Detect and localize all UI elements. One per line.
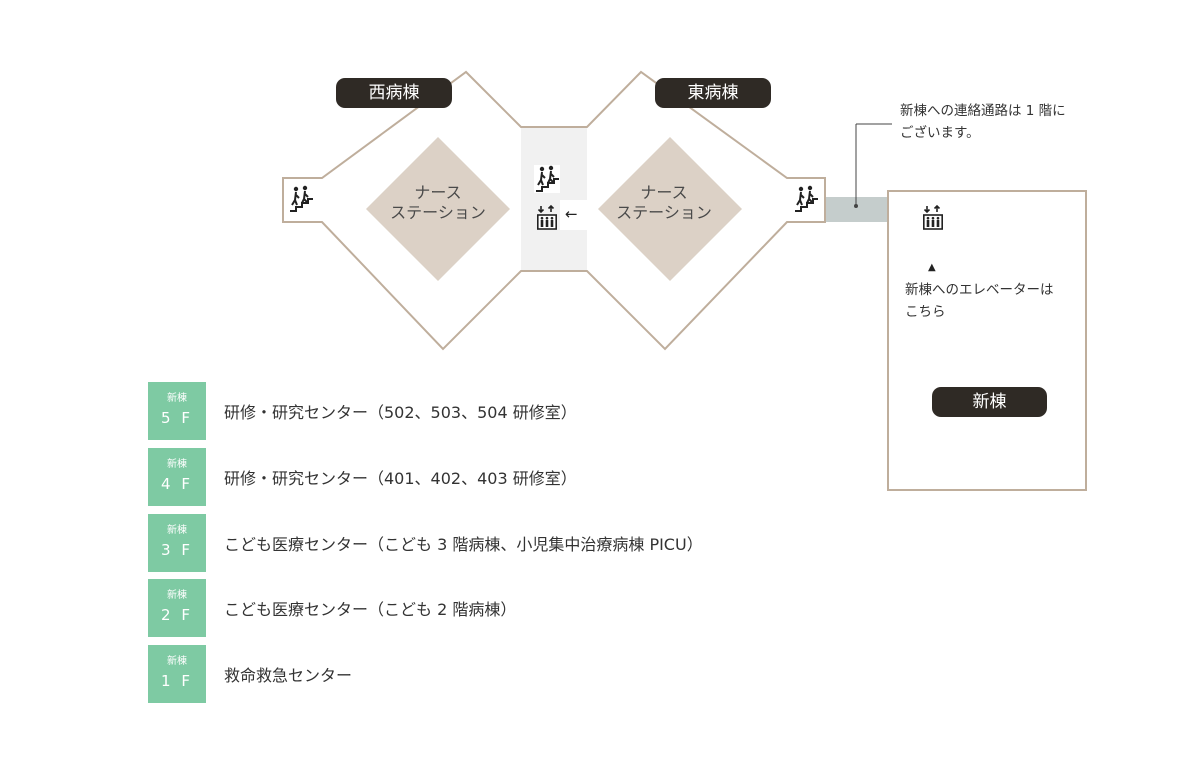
east-wing-label: 東病棟 <box>655 78 771 108</box>
floor-building: 新棟 <box>167 459 187 470</box>
stairs-icon <box>287 184 315 214</box>
floor-description: こども医療センター（こども 2 階病棟） <box>224 600 517 619</box>
floor-building: 新棟 <box>167 525 187 536</box>
floor-description: 研修・研究センター（502、503、504 研修室） <box>224 403 577 422</box>
floor-row-1f: 新棟 1 F 救命救急センター <box>148 645 788 703</box>
floor-badge: 新棟 3 F <box>148 514 206 572</box>
floor-building: 新棟 <box>167 656 187 667</box>
floor-badge: 新棟 2 F <box>148 579 206 637</box>
floor-badge: 新棟 4 F <box>148 448 206 506</box>
floor-number: 5 F <box>161 409 193 427</box>
connection-corridor <box>826 197 888 222</box>
stairs-icon <box>792 184 820 214</box>
floor-description: こども医療センター（こども 3 階病棟、小児集中治療病棟 PICU） <box>224 535 703 554</box>
floor-row-4f: 新棟 4 F 研修・研究センター（401、402、403 研修室） <box>148 448 788 506</box>
floor-description: 救命救急センター <box>224 666 353 685</box>
arrow-left-icon: ← <box>565 205 578 223</box>
floor-badge: 新棟 5 F <box>148 382 206 440</box>
floor-building: 新棟 <box>167 393 187 404</box>
west-nurse-station <box>366 137 510 281</box>
floor-row-5f: 新棟 5 F 研修・研究センター（502、503、504 研修室） <box>148 382 788 440</box>
new-building <box>887 190 1087 491</box>
west-station-label: ナースステーション <box>390 183 486 222</box>
new-wing-label: 新棟 <box>932 387 1047 417</box>
elevator-note: 新棟へのエレベーターはこちら <box>905 282 1054 320</box>
elevator-marker: ▲ <box>928 262 936 273</box>
stairs-icon <box>533 164 561 194</box>
floor-description: 研修・研究センター（401、402、403 研修室） <box>224 469 577 488</box>
floor-number: 2 F <box>161 606 193 624</box>
floor-row-2f: 新棟 2 F こども医療センター（こども 2 階病棟） <box>148 579 788 637</box>
east-nurse-station <box>598 137 742 281</box>
floor-number: 3 F <box>161 541 193 559</box>
connection-note: 新棟への連絡通路は 1 階にございます。 <box>900 103 1066 141</box>
floor-number: 1 F <box>161 672 193 690</box>
floor-building: 新棟 <box>167 590 187 601</box>
east-station-label: ナースステーション <box>616 183 712 222</box>
floor-number: 4 F <box>161 475 193 493</box>
central-core <box>521 128 587 270</box>
floor-badge: 新棟 1 F <box>148 645 206 703</box>
floor-row-3f: 新棟 3 F こども医療センター（こども 3 階病棟、小児集中治療病棟 PICU… <box>148 514 788 572</box>
west-wing-label: 西病棟 <box>336 78 452 108</box>
